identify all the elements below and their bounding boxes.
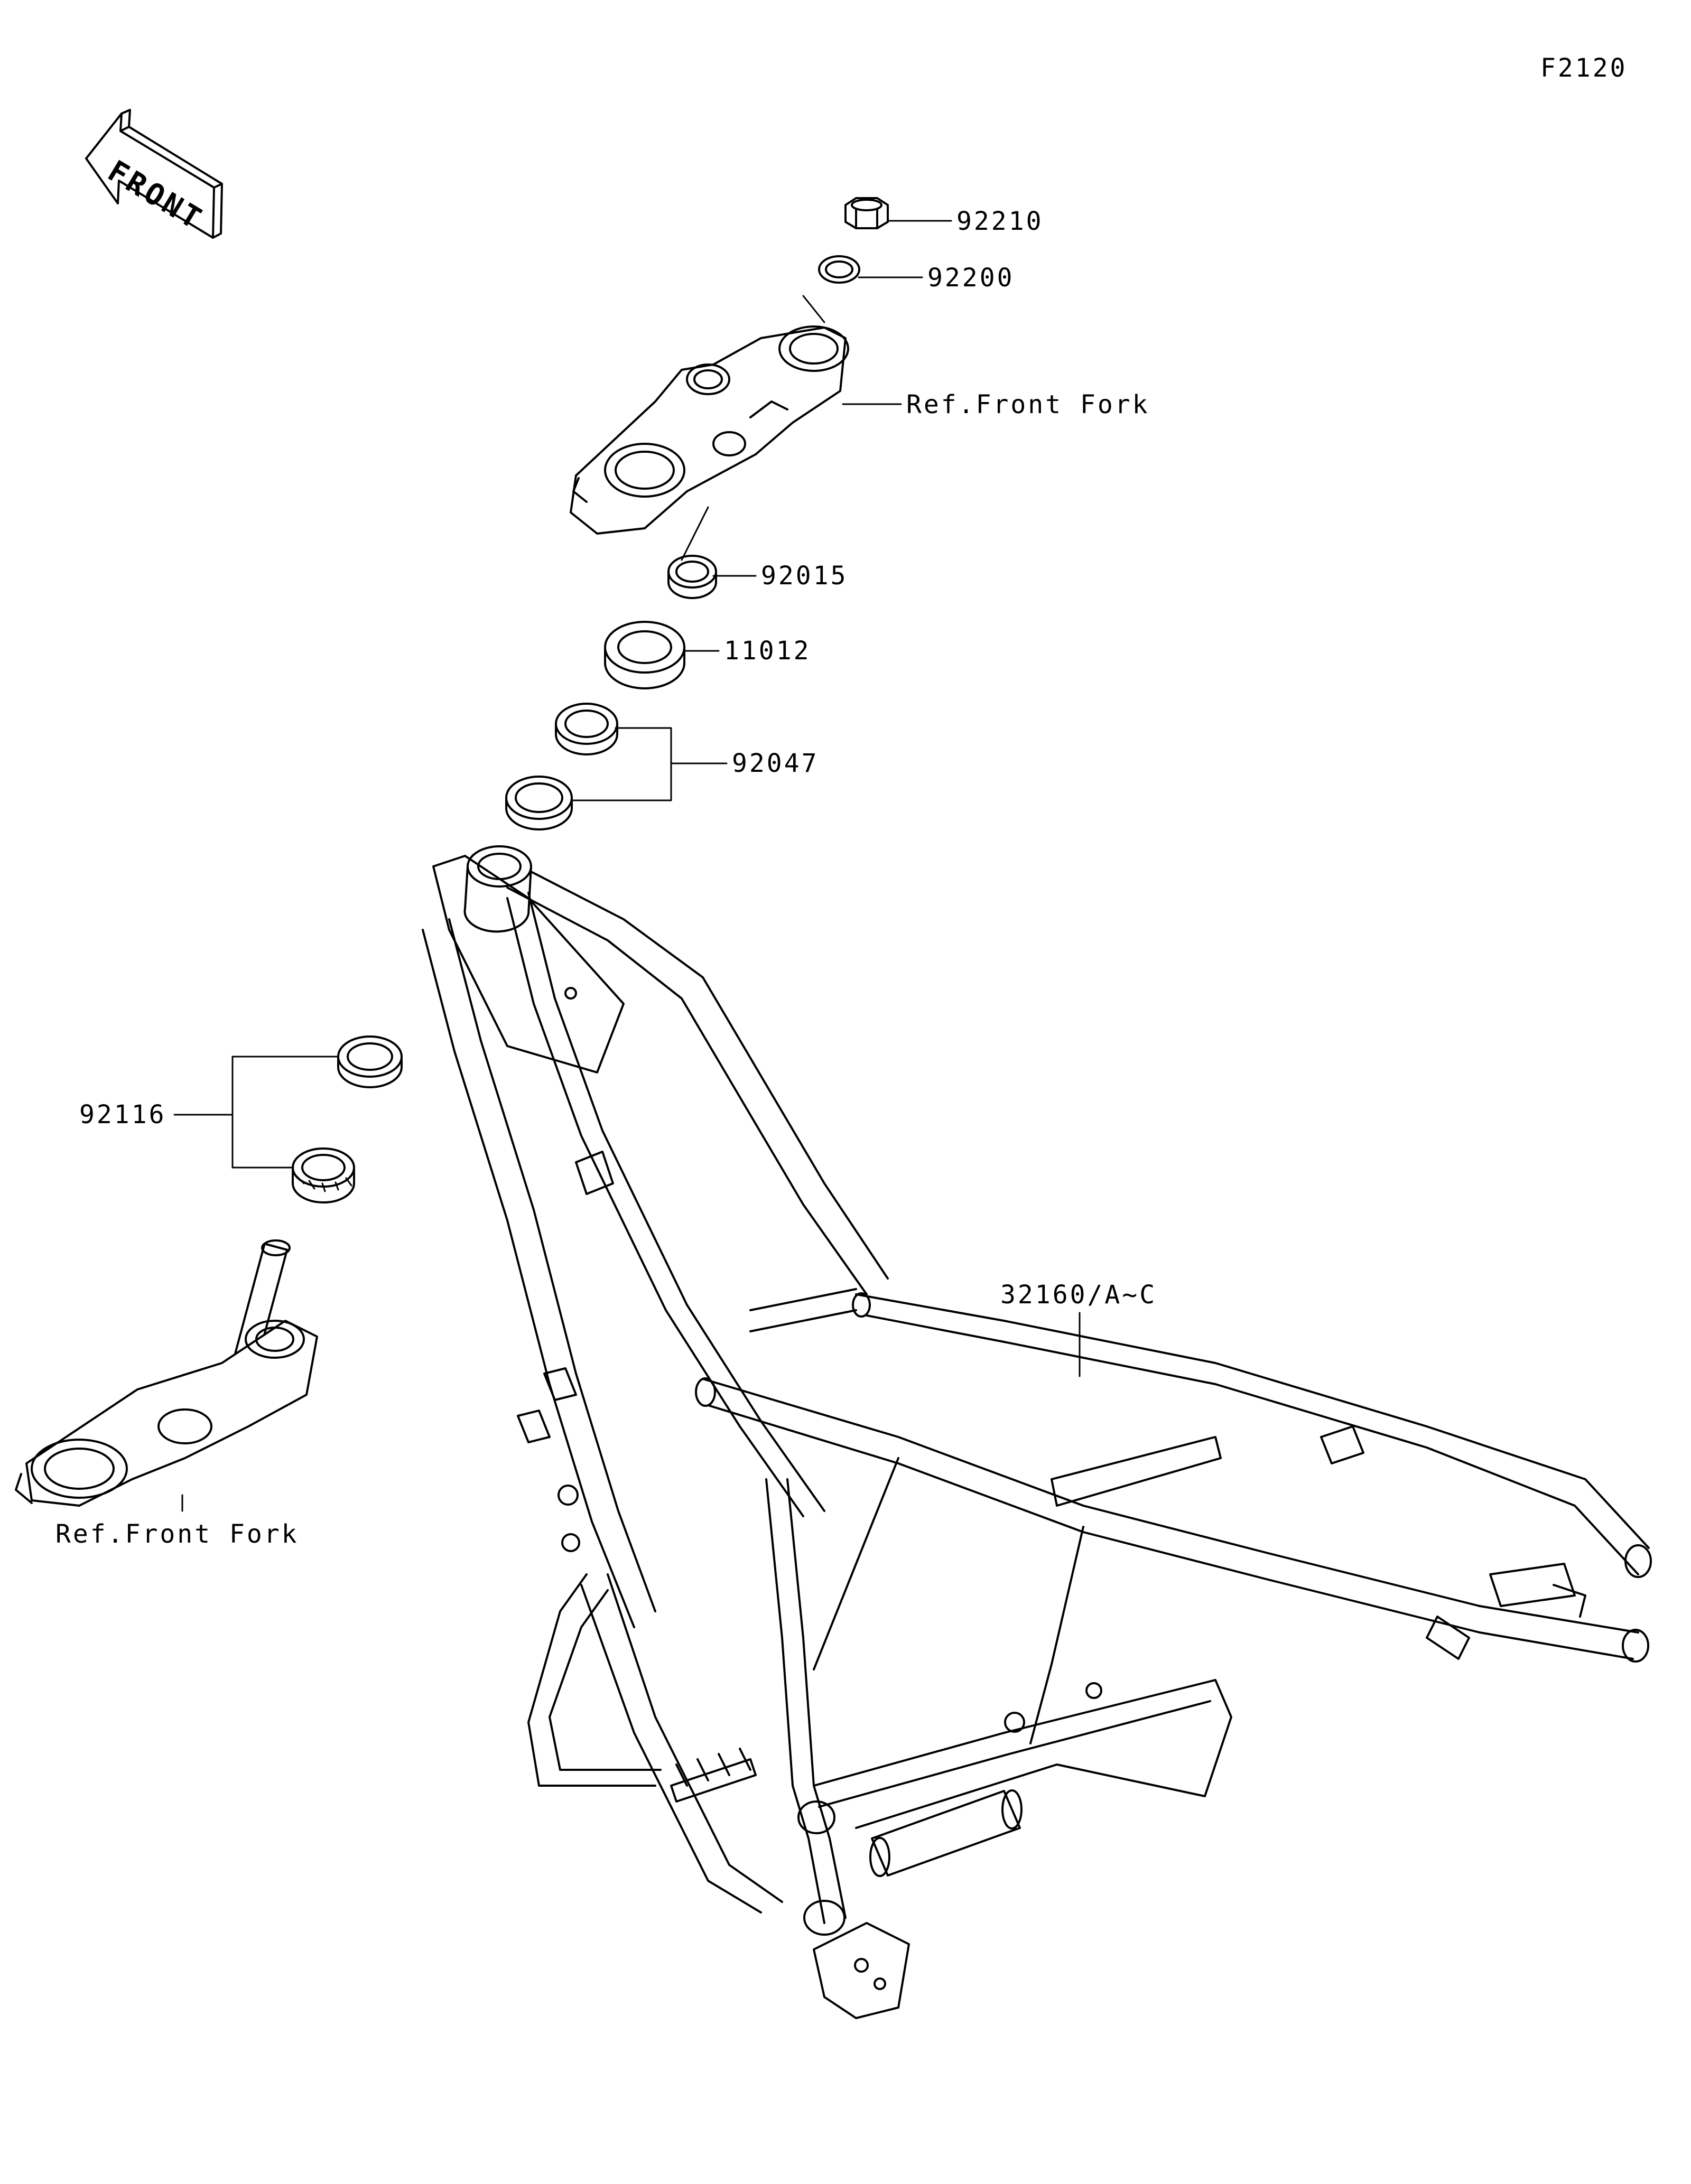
- callout-92047: 92047: [732, 749, 819, 778]
- callout-92015: 92015: [761, 561, 848, 591]
- steering-bearings-icon: [292, 1035, 403, 1203]
- washer-icon: [818, 255, 860, 284]
- upper-fork-bracket-icon: [570, 325, 849, 535]
- callout-ref-front-fork-lower: Ref.Front Fork: [55, 1519, 299, 1549]
- lock-nut-icon: [667, 555, 717, 599]
- callout-ref-front-fork-upper: Ref.Front Fork: [906, 390, 1150, 419]
- callout-32160: 32160/A~C: [1000, 1280, 1157, 1310]
- motorcycle-frame-icon: [422, 845, 1652, 2019]
- bearing-races-icon: [505, 703, 618, 830]
- front-direction-arrow-icon: FRONT: [85, 109, 223, 239]
- callout-92116: 92116: [79, 1100, 166, 1130]
- dust-seal-icon: [604, 621, 685, 689]
- callout-11012: 11012: [724, 636, 811, 666]
- callout-92200: 92200: [927, 263, 1015, 293]
- leader-lines: [173, 220, 1081, 1512]
- figure-code: F2120: [1540, 53, 1628, 83]
- callout-92210: 92210: [956, 207, 1044, 236]
- steering-stem-lower-bracket-icon: [15, 1239, 318, 1507]
- steering-stem-nut-icon: [844, 197, 889, 229]
